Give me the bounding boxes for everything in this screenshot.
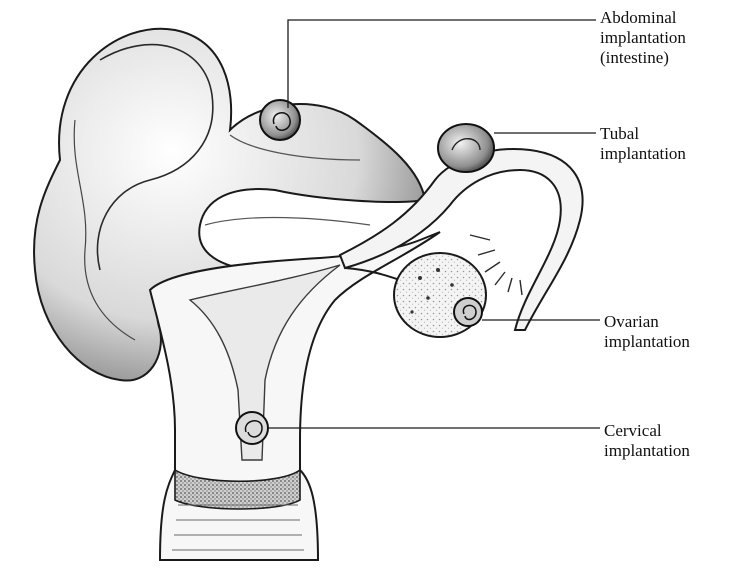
label-abdominal-line1: Abdominal xyxy=(600,8,686,28)
abdominal-implantation-sac xyxy=(260,100,300,140)
label-abdominal-line3: (intestine) xyxy=(600,48,686,68)
label-tubal-line1: Tubal xyxy=(600,124,686,144)
leader-lines xyxy=(268,20,600,428)
tubal-implantation-sac xyxy=(438,124,494,172)
ovarian-implantation-sac xyxy=(454,298,482,326)
leader-line-abdominal xyxy=(288,20,596,108)
label-ovarian-line2: implantation xyxy=(604,332,690,352)
label-cervical-line2: implantation xyxy=(604,441,690,461)
label-cervical-implantation: Cervical implantation xyxy=(604,421,690,461)
label-tubal-implantation: Tubal implantation xyxy=(600,124,686,164)
cervical-implantation-sac xyxy=(236,412,268,444)
label-ovarian-implantation: Ovarian implantation xyxy=(604,312,690,352)
label-abdominal-implantation: Abdominal implantation (intestine) xyxy=(600,8,686,68)
label-ovarian-line1: Ovarian xyxy=(604,312,690,332)
label-tubal-line2: implantation xyxy=(600,144,686,164)
label-abdominal-line2: implantation xyxy=(600,28,686,48)
label-cervical-line1: Cervical xyxy=(604,421,690,441)
